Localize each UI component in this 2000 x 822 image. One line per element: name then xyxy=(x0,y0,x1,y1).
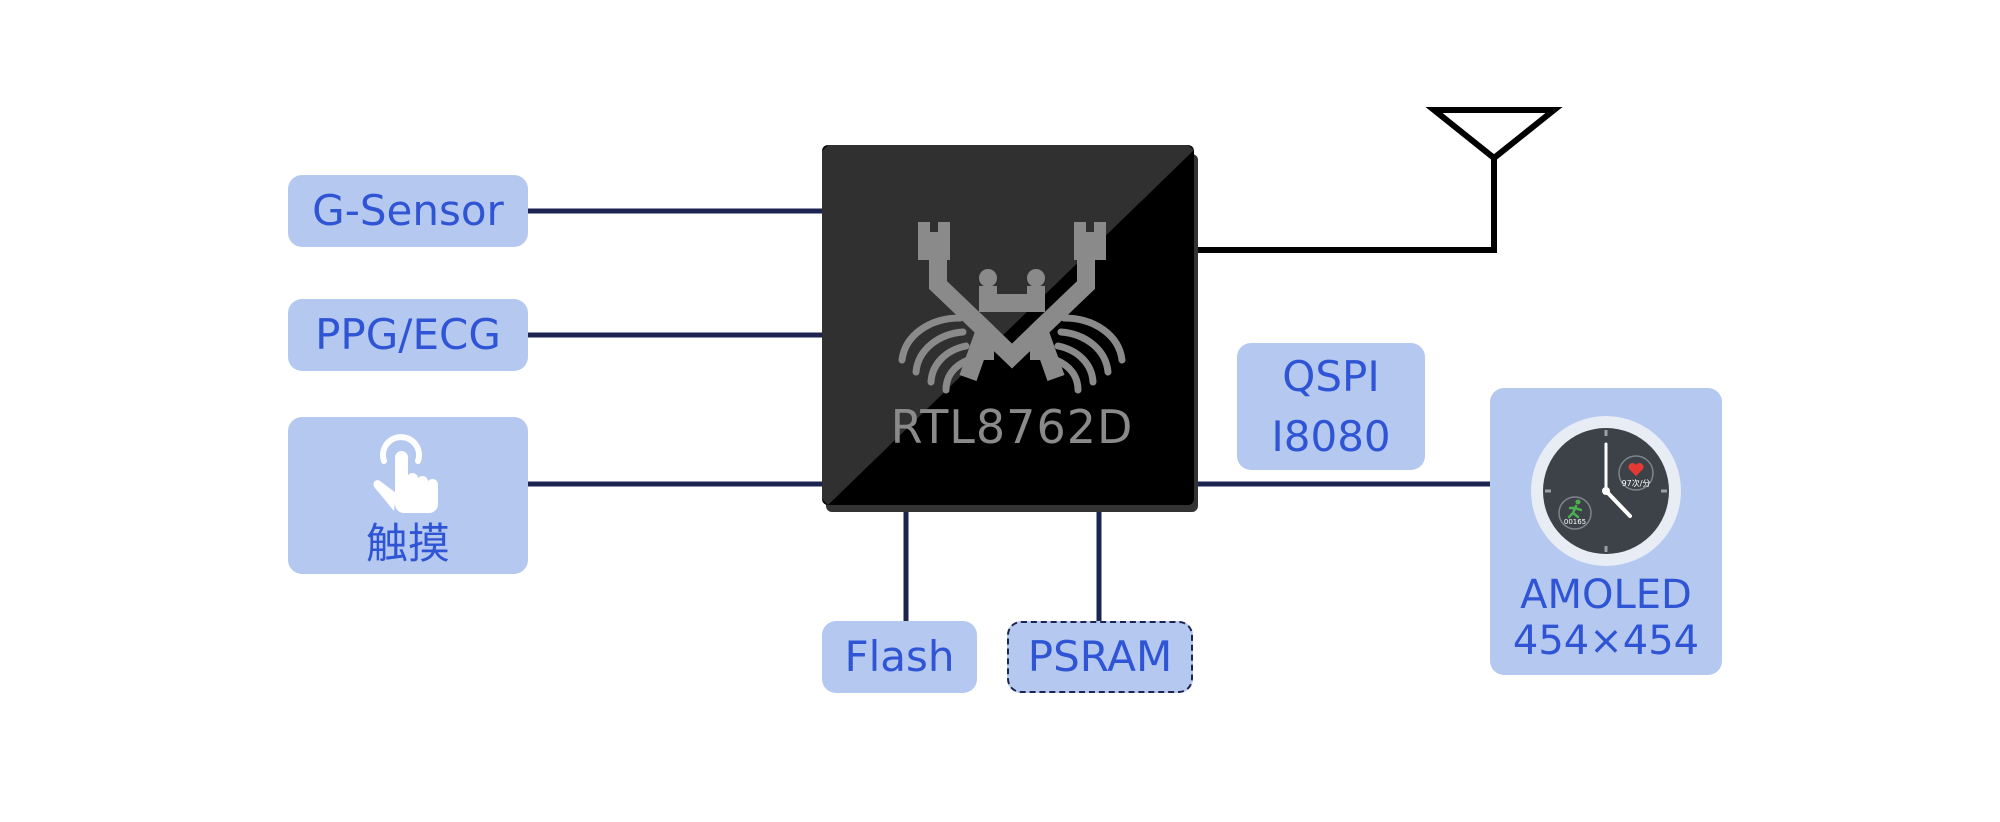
amoled-display-box: 97次/分 00165 AMOLED 454×454 xyxy=(1490,388,1722,675)
realtek-crab-logo xyxy=(898,222,1126,394)
touch-box: 触摸 xyxy=(288,417,528,574)
watch-steps: 00165 xyxy=(1564,518,1586,526)
ppg-ecg-label: PPG/ECG xyxy=(315,310,501,359)
g-sensor-label: G-Sensor xyxy=(312,186,504,235)
display-resolution-label: 454×454 xyxy=(1512,618,1700,664)
heart-icon xyxy=(1628,462,1644,476)
interface-qspi-label: QSPI xyxy=(1282,351,1380,401)
chip xyxy=(822,145,1198,512)
ppg-ecg-box: PPG/ECG xyxy=(288,299,528,371)
g-sensor-box: G-Sensor xyxy=(288,175,528,247)
display-interface-box: QSPI I8080 xyxy=(1237,343,1425,470)
flash-box: Flash xyxy=(822,621,977,693)
chip-name: RTL8762D xyxy=(890,400,1134,454)
watch-face-icon: 97次/分 00165 xyxy=(1531,416,1681,566)
psram-box: PSRAM xyxy=(1007,621,1193,693)
running-icon xyxy=(1567,499,1583,519)
touch-label: 触摸 xyxy=(365,518,450,568)
antenna-icon xyxy=(1197,107,1563,253)
watch-heart-rate: 97次/分 xyxy=(1622,478,1651,488)
tap-hand-icon xyxy=(373,433,438,513)
psram-label: PSRAM xyxy=(1027,632,1173,681)
flash-label: Flash xyxy=(844,632,955,681)
display-type-label: AMOLED xyxy=(1520,572,1692,618)
interface-i8080-label: I8080 xyxy=(1271,411,1391,461)
connection-wires xyxy=(528,208,1490,621)
